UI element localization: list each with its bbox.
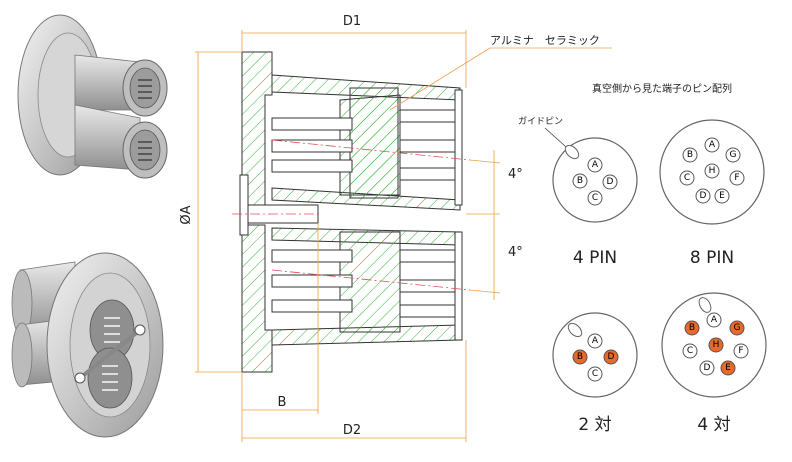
pin-layout-2pair: A B C D (552, 312, 638, 398)
pin-label: D (700, 191, 707, 201)
pin-label: F (734, 173, 739, 183)
dimension-lines (195, 30, 501, 442)
ceramic-callout: アルミナ セラミック (490, 34, 600, 47)
ceramic-callout-line (389, 47, 612, 111)
pin-label: B (689, 323, 695, 333)
pin-label: D (607, 177, 614, 187)
pin-label: C (592, 369, 598, 379)
caption-4pair: 4 対 (697, 415, 730, 435)
pin-c (587, 190, 603, 206)
pin-b (572, 173, 588, 189)
section-drawing (232, 51, 471, 373)
pin-layout-8pin: A B C D E F G H (659, 119, 765, 225)
pin-view-title: 真空側から見た端子のピン配列 (592, 82, 732, 95)
pin-label: B (687, 150, 693, 160)
angle-upper-label: 4° (508, 167, 523, 182)
pin-label: H (713, 340, 720, 350)
pin-label: A (711, 315, 718, 325)
pin-label: C (684, 173, 690, 183)
pin-label: A (592, 160, 599, 170)
pin-label: D (704, 363, 711, 373)
pin-label: C (592, 193, 598, 203)
pin-label: D (608, 352, 615, 362)
pin-label: A (709, 140, 716, 150)
caption-4pin: 4 PIN (573, 248, 617, 268)
pin-label: H (709, 166, 716, 176)
pin-a (587, 157, 603, 173)
angle-lower-label: 4° (508, 245, 523, 260)
pin-label: G (734, 323, 741, 333)
pin-label: B (577, 176, 583, 186)
pin-label: C (687, 346, 693, 356)
pin-label: B (577, 352, 583, 362)
pin-d (602, 174, 618, 190)
pin-label: F (738, 346, 743, 356)
connector-render-back (17, 14, 168, 179)
pin-layout-4pin: A B C D (552, 137, 638, 223)
pin-layout-4pair: A B C D E F G H (661, 292, 767, 398)
dim-d2-label: D2 (343, 423, 361, 438)
pin-label: E (725, 363, 731, 373)
caption-2pair: 2 対 (578, 415, 611, 435)
dim-b-label: B (278, 395, 287, 410)
connector-render-front (11, 252, 164, 438)
pin-label: E (719, 191, 725, 201)
dim-d1-label: D1 (343, 14, 361, 29)
dim-diameter-label: ØA (179, 205, 194, 224)
pin-label: A (592, 336, 599, 346)
caption-8pin: 8 PIN (690, 248, 734, 268)
pin-label: G (730, 150, 737, 160)
guide-pin-callout: ガイドピン (518, 116, 563, 127)
